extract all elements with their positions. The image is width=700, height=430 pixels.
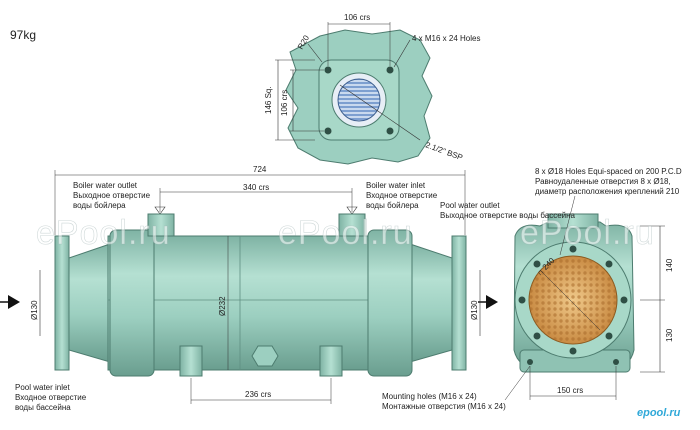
boiler-inlet-label: Boiler water inlet Входное отверстие вод… — [366, 181, 438, 210]
crs-236: 236 crs — [245, 390, 271, 399]
mounting-hole — [613, 359, 619, 365]
boiler-inlet-nozzle — [338, 213, 366, 237]
bolt-hole — [386, 127, 394, 135]
bolt-hole — [605, 260, 613, 268]
watermark-2: ePool.ru — [278, 214, 413, 253]
pool-inlet-arrow — [8, 295, 20, 309]
watermark-3: ePool.ru — [520, 214, 655, 253]
mounting-hole — [527, 359, 533, 365]
right-end-cap — [409, 243, 453, 363]
dia-232: Ø232 — [218, 296, 227, 316]
dim-150: 150 crs — [557, 386, 583, 395]
bolt-hole — [569, 347, 577, 355]
right-head — [367, 229, 413, 377]
left-end-cap — [68, 243, 111, 363]
tube-face — [337, 78, 381, 122]
bolt-hole — [518, 296, 526, 304]
overall-length: 724 — [253, 165, 267, 174]
bolt-hole — [324, 127, 332, 135]
top-view: 106 crs 146 Sq. 106 crs R20 4 x M16 x 24… — [264, 13, 480, 165]
dia-130-right: Ø130 — [470, 300, 479, 320]
weight-label: 97kg — [10, 28, 37, 42]
mounting-holes-label: Mounting holes (M16 x 24) Монтажные отве… — [382, 392, 506, 411]
dia-130-left: Ø130 — [30, 300, 39, 320]
left-head — [109, 229, 155, 377]
bolt-hole — [620, 296, 628, 304]
pool-inlet-label: Pool water inlet Входное отверстие воды … — [15, 383, 87, 412]
bolt-hole — [533, 260, 541, 268]
pool-outlet-label: Pool water outlet Выходное отверстие вод… — [440, 201, 575, 220]
watermark-1: ePool.ru — [36, 214, 171, 253]
side-view: 724 340 crs Ø130 — [0, 165, 498, 404]
epool-logo: epool.ru — [637, 407, 681, 419]
pool-outlet-arrow — [486, 295, 498, 309]
bottom-boss-right — [319, 345, 343, 377]
bsp-note: 2.1/2" BSP — [424, 140, 464, 162]
boiler-outlet-nozzle — [147, 213, 175, 237]
right-flange — [451, 235, 467, 371]
boiler-outlet-label: Boiler water outlet Выходное отверстие в… — [73, 181, 151, 210]
bolt-hole — [569, 245, 577, 253]
bottom-boss-left — [179, 345, 203, 377]
bolt-hole — [605, 332, 613, 340]
dim-140: 140 — [665, 258, 674, 272]
top-bolt-holes — [324, 66, 394, 135]
end-top-nozzle — [547, 213, 599, 229]
bolt-hole — [324, 66, 332, 74]
drain-plug — [251, 345, 279, 367]
end-holes-note: 8 x Ø18 Holes Equi-spaced on 200 P.C.D Р… — [535, 167, 682, 196]
holes-note: 4 x M16 x 24 Holes — [412, 34, 480, 43]
end-view: ∩ 240 140 130 150 crs — [504, 195, 674, 401]
left-flange — [54, 235, 70, 371]
dim-130: 130 — [665, 328, 674, 342]
bolt-hole — [533, 332, 541, 340]
dim-106-side: 106 crs — [280, 90, 289, 116]
dim-106-top: 106 crs — [344, 13, 370, 22]
dim-146: 146 Sq. — [264, 86, 273, 114]
crs-340: 340 crs — [243, 183, 269, 192]
end-bolt-holes — [518, 245, 628, 355]
bolt-hole — [386, 66, 394, 74]
